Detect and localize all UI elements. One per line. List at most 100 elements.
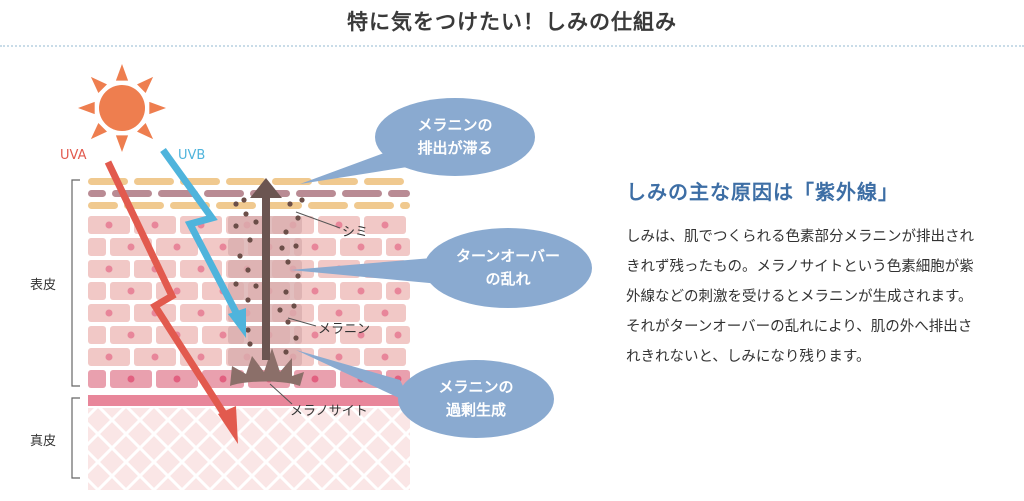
sun-ray bbox=[78, 101, 95, 115]
corneum-flake bbox=[272, 178, 312, 185]
melanocyte bbox=[230, 348, 304, 386]
sun-ray bbox=[137, 76, 154, 93]
melanin-dot bbox=[283, 349, 289, 355]
uva-label: UVA bbox=[60, 148, 87, 163]
melanin-dot bbox=[285, 259, 291, 265]
melanin-dot bbox=[293, 335, 299, 341]
bubble-excretion: メラニンの 排出が滞る bbox=[375, 98, 535, 176]
melanin-dot bbox=[295, 273, 301, 279]
stratum-corneum bbox=[88, 178, 410, 209]
cell-nucleus bbox=[219, 331, 227, 339]
melanin-dot bbox=[245, 297, 251, 303]
corneum-flake bbox=[158, 190, 198, 197]
sun-ray bbox=[90, 123, 107, 140]
uva-arrow bbox=[104, 160, 231, 422]
skin-cell bbox=[88, 326, 106, 344]
bubble-overproduction-line2: 過剰生成 bbox=[445, 401, 506, 419]
melanin-dot bbox=[253, 283, 259, 289]
cause-heading: しみの主な原因は「紫外線」 bbox=[626, 180, 899, 204]
cell-nucleus bbox=[105, 353, 113, 361]
cell-nucleus bbox=[105, 265, 113, 273]
melanin-dot bbox=[237, 253, 243, 259]
melanin-dot bbox=[243, 211, 249, 217]
melanin-dot bbox=[299, 197, 305, 203]
uva-arrowhead bbox=[218, 406, 238, 444]
cell-nucleus bbox=[105, 309, 113, 317]
cell-nucleus bbox=[311, 331, 319, 339]
cell-nucleus bbox=[197, 353, 205, 361]
leader-melanocyte bbox=[269, 383, 293, 405]
cell-nucleus bbox=[151, 353, 159, 361]
description-paragraph-1: しみは、肌でつくられる色素部分メラニンが排出されきれず残ったもの。メラノサイトと… bbox=[626, 229, 974, 305]
corneum-flake bbox=[388, 190, 410, 197]
corneum-flake bbox=[124, 202, 164, 209]
bubble-excretion-line1: メラニンの bbox=[417, 116, 493, 134]
melanin-dot bbox=[291, 303, 297, 309]
leader-spot bbox=[295, 211, 341, 229]
bubble-tail-overproduction bbox=[296, 350, 412, 404]
melanocyte-label: メラノサイト bbox=[290, 404, 368, 419]
bubble-overproduction: メラニンの 過剰生成 bbox=[398, 360, 554, 438]
cell-nucleus bbox=[219, 375, 227, 383]
cell-nucleus bbox=[197, 309, 205, 317]
melanin-dot bbox=[295, 215, 301, 221]
cell-nucleus bbox=[127, 331, 135, 339]
sun-ray bbox=[149, 101, 166, 115]
basal-membrane bbox=[88, 395, 410, 406]
cell-nucleus bbox=[173, 243, 181, 251]
cell-nucleus bbox=[311, 287, 319, 295]
bubble-turnover-line1: ターンオーバー bbox=[455, 247, 561, 265]
dermis-layer bbox=[88, 408, 410, 490]
cell-nucleus bbox=[381, 221, 389, 229]
corneum-flake bbox=[354, 202, 394, 209]
uvb-arrow bbox=[160, 147, 244, 322]
melanin-dot bbox=[285, 319, 291, 325]
divider bbox=[0, 45, 1024, 47]
sun-ray bbox=[115, 135, 129, 152]
cause-description: しみは、肌でつくられる色素部分メラニンが排出されきれず残ったもの。メラノサイトと… bbox=[626, 222, 986, 372]
cell-nucleus bbox=[173, 375, 181, 383]
cell-nucleus bbox=[394, 331, 402, 339]
cell-nucleus bbox=[357, 243, 365, 251]
bubble-tail-turnover bbox=[290, 258, 440, 284]
melanin-dot bbox=[287, 201, 293, 207]
corneum-flake bbox=[364, 178, 404, 185]
melanin-dot bbox=[283, 229, 289, 235]
description-paragraph-2: それがターンオーバーの乱れにより、肌の外へ排出されきれないと、しみになり残ります… bbox=[626, 319, 973, 365]
corneum-flake bbox=[88, 190, 106, 197]
melanin-dot bbox=[277, 307, 283, 313]
cell-nucleus bbox=[219, 243, 227, 251]
skin-cell bbox=[88, 370, 106, 388]
dermis-label: 真皮 bbox=[30, 434, 57, 449]
melanin-dot bbox=[247, 237, 253, 243]
layer-brackets bbox=[71, 179, 80, 479]
skin-cell bbox=[88, 238, 106, 256]
corneum-flake bbox=[204, 190, 244, 197]
uvb-label: UVB bbox=[178, 148, 206, 163]
cell-nucleus bbox=[127, 375, 135, 383]
cell-nucleus bbox=[357, 287, 365, 295]
cell-nucleus bbox=[381, 309, 389, 317]
sun-ray bbox=[90, 76, 107, 93]
cell-nucleus bbox=[335, 309, 343, 317]
cell-nucleus bbox=[394, 287, 402, 295]
bubble-excretion-line2: 排出が滞る bbox=[417, 139, 493, 157]
cell-nucleus bbox=[127, 243, 135, 251]
leader-melanin bbox=[287, 317, 317, 327]
corneum-flake bbox=[400, 202, 410, 209]
melanin-dot bbox=[245, 267, 251, 273]
corneum-flake bbox=[296, 190, 336, 197]
cell-nucleus bbox=[173, 287, 181, 295]
spot-label: シミ bbox=[342, 225, 369, 240]
melanin-label: メラニン bbox=[318, 322, 371, 337]
melanin-dot bbox=[233, 223, 239, 229]
sun-ray bbox=[137, 123, 154, 140]
sun-icon bbox=[78, 64, 166, 152]
sun-ray bbox=[115, 64, 129, 81]
cell-nucleus bbox=[311, 375, 319, 383]
cell-nucleus bbox=[105, 221, 113, 229]
corneum-flake bbox=[88, 202, 118, 209]
melanin-dot bbox=[293, 243, 299, 249]
